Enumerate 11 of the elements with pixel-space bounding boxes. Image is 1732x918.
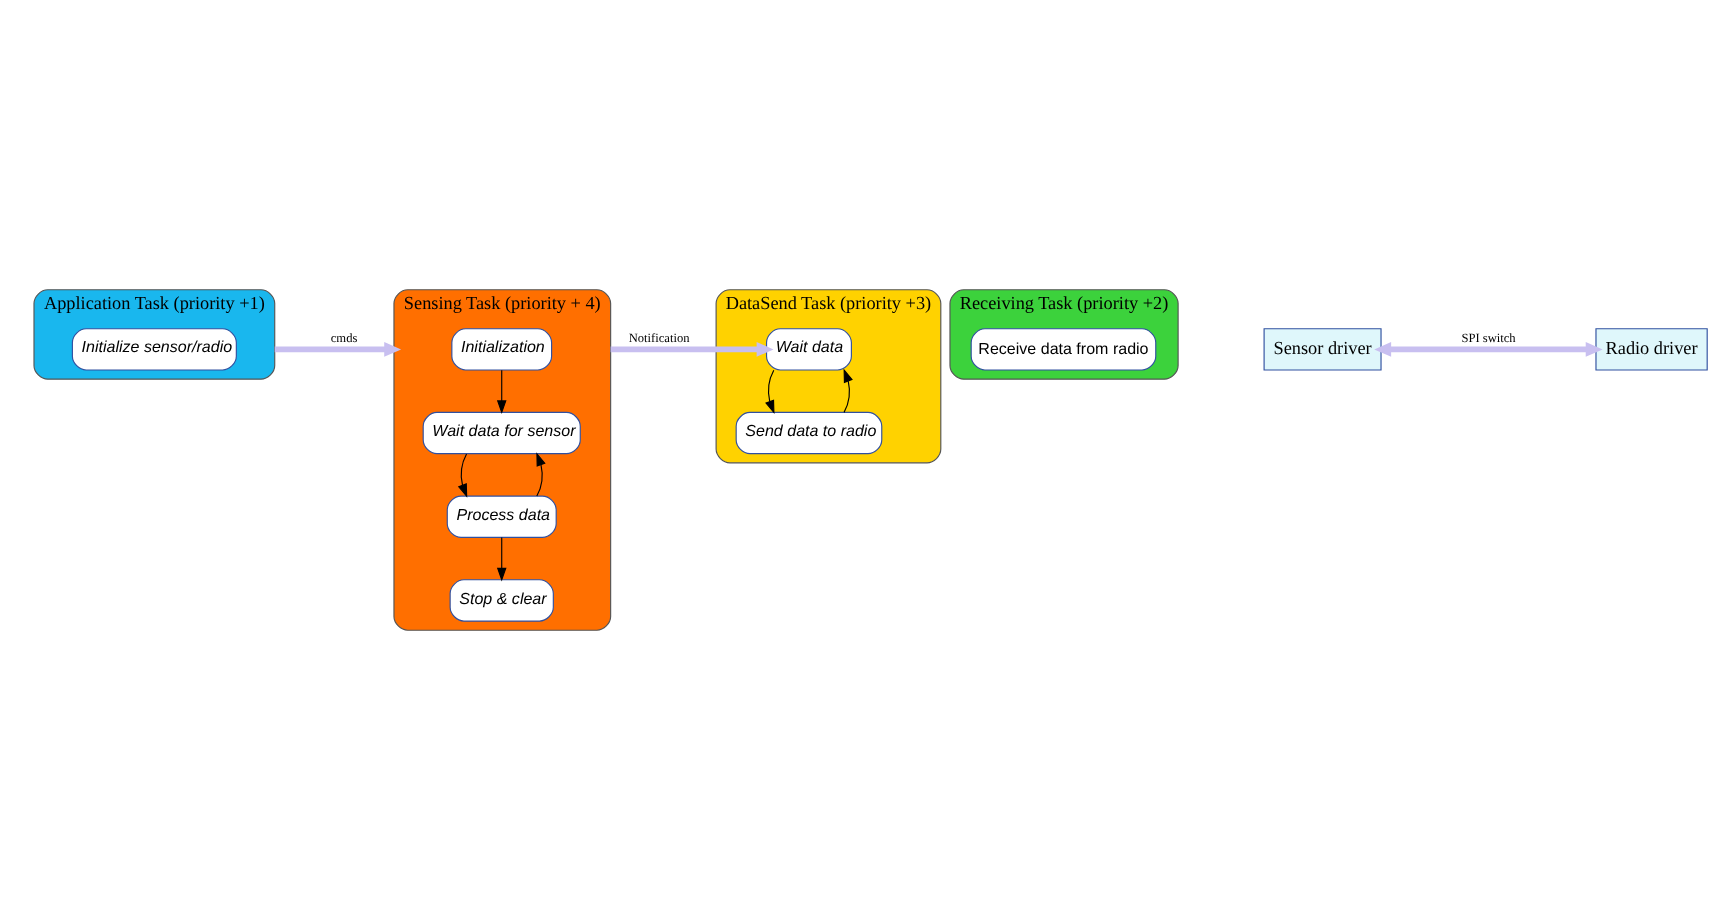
- arrow: [843, 367, 853, 412]
- arrow: [765, 368, 775, 413]
- arrow: [1374, 340, 1603, 356]
- arrow: [496, 368, 507, 414]
- arrow: [610, 340, 774, 356]
- arrow: [496, 536, 507, 581]
- arrow: [536, 451, 546, 496]
- node-box: Sensor driver: [1263, 327, 1382, 370]
- node-box: Radio driver: [1595, 327, 1708, 370]
- arrow: [457, 452, 468, 497]
- arrow: [274, 340, 402, 356]
